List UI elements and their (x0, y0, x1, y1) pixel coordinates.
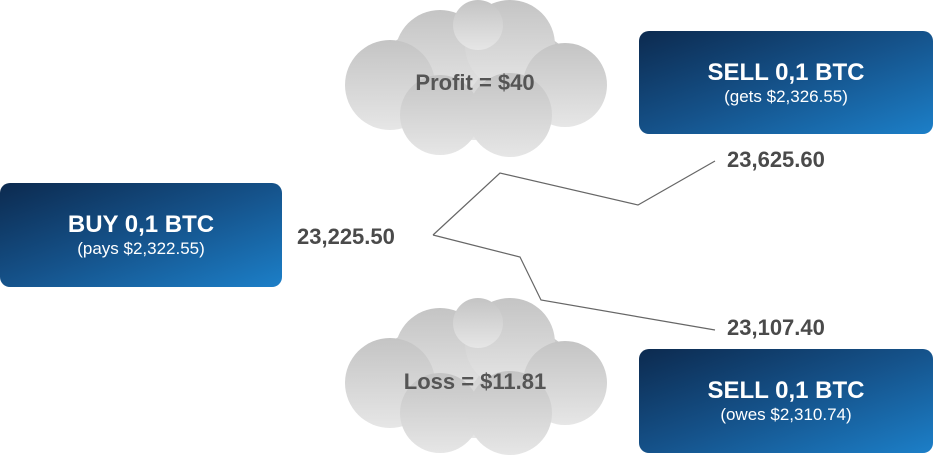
sell-up-subtitle: (gets $2,326.55) (724, 86, 848, 106)
price-path-up (432, 160, 716, 236)
buy-subtitle: (pays $2,322.55) (77, 239, 205, 258)
sell-down-title: SELL 0,1 BTC (707, 377, 865, 404)
buy-box: BUY 0,1 BTC (pays $2,322.55) (0, 183, 282, 287)
profit-label: Profit = $40 (415, 70, 535, 95)
price-path-down (432, 234, 716, 331)
loss-label: Loss = $11.81 (403, 369, 547, 394)
sell-up-price: 23,625.60 (727, 147, 825, 172)
profit-cloud (345, 0, 607, 157)
buy-title: BUY 0,1 BTC (67, 211, 215, 238)
sell-down-box: SELL 0,1 BTC (owes $2,310.74) (639, 349, 933, 453)
sell-down-subtitle: (owes $2,310.74) (720, 405, 852, 424)
sell-up-box: SELL 0,1 BTC (gets $2,326.55) (639, 31, 933, 134)
sell-up-title: SELL 0,1 BTC (707, 58, 865, 86)
loss-cloud (345, 298, 607, 455)
sell-down-price: 23,107.40 (727, 315, 825, 340)
buy-price: 23,225.50 (297, 224, 395, 249)
